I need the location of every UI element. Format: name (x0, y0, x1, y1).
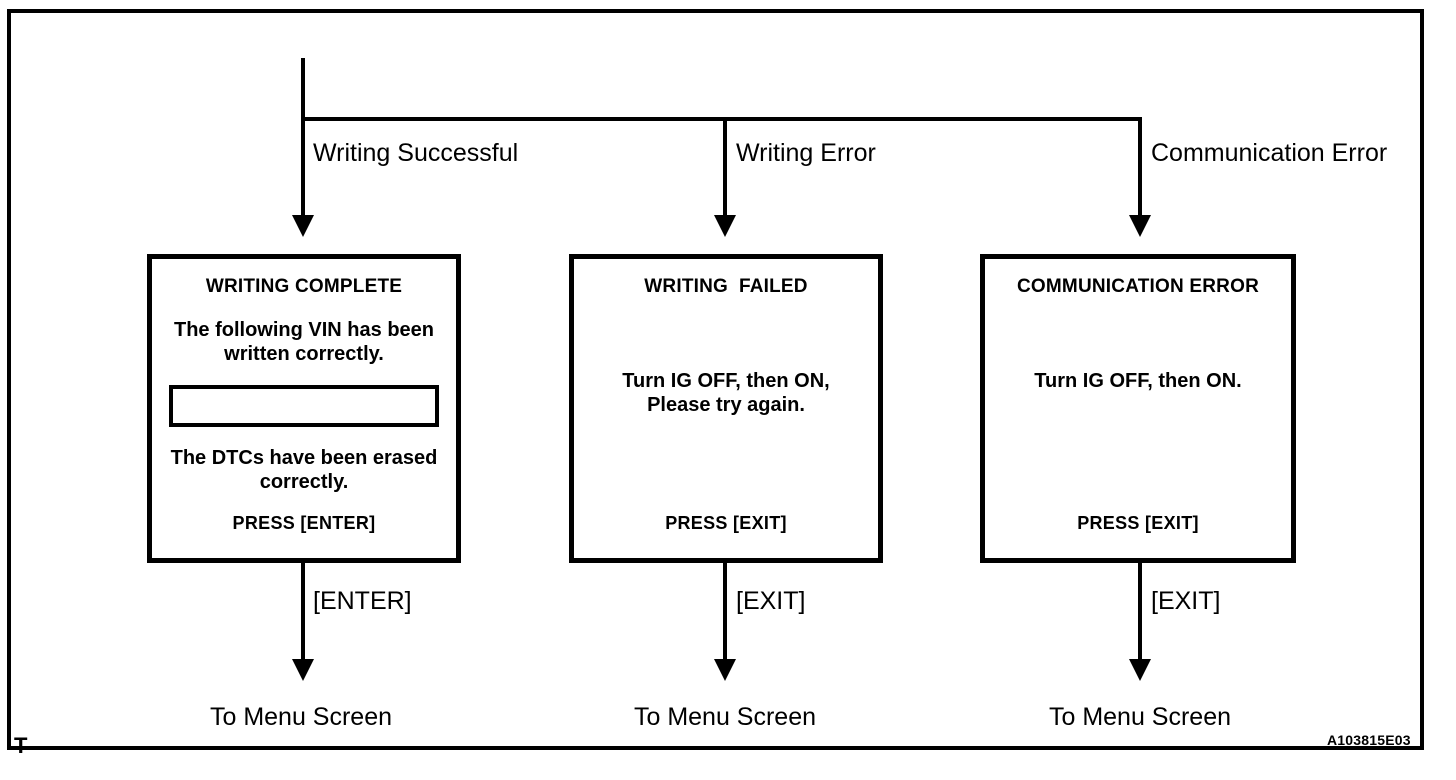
diagram-border (7, 9, 1424, 750)
screen-writing-failed-body: WRITING FAILED Turn IG OFF, then ON, Ple… (574, 259, 878, 558)
transition-key-exit-2: [EXIT] (736, 587, 806, 615)
screen-communication-error-press-hint: PRESS [EXIT] (1077, 513, 1199, 533)
branch-bus-line (301, 117, 1142, 121)
destination-to-menu-screen-3: To Menu Screen (1048, 703, 1232, 731)
screen-writing-complete[interactable]: WRITING COMPLETE The following VIN has b… (147, 254, 461, 563)
branch-2-arrowhead (714, 215, 736, 237)
transition-key-enter-1: [ENTER] (313, 587, 412, 615)
screen-writing-complete-press-hint: PRESS [ENTER] (232, 513, 376, 533)
branch-1-drop-line (301, 117, 305, 217)
branch-label-writing-successful: Writing Successful (313, 139, 519, 167)
branch-label-writing-error: Writing Error (736, 139, 876, 167)
screen-communication-error-title: COMMUNICATION ERROR (1017, 276, 1259, 297)
screen-communication-error[interactable]: COMMUNICATION ERROR Turn IG OFF, then ON… (980, 254, 1296, 563)
branch-3-drop-line (1138, 117, 1142, 217)
branch-2-drop-line (723, 117, 727, 217)
exit-1-arrowhead (292, 659, 314, 681)
branch-3-arrowhead (1129, 215, 1151, 237)
screen-writing-complete-title: WRITING COMPLETE (205, 276, 403, 297)
screen-writing-failed-message: Turn IG OFF, then ON, Please try again. (622, 370, 830, 417)
screen-writing-complete-message-top: The following VIN has been written corre… (173, 318, 435, 366)
corner-mark-t: T (14, 733, 28, 758)
destination-to-menu-screen-1: To Menu Screen (209, 703, 393, 731)
figure-reference-code: A103815E03 (1327, 732, 1411, 748)
destination-to-menu-screen-2: To Menu Screen (633, 703, 817, 731)
exit-1-line (301, 563, 305, 661)
screen-communication-error-body: COMMUNICATION ERROR Turn IG OFF, then ON… (985, 259, 1291, 558)
screen-writing-complete-message-bottom: The DTCs have been erased correctly. (170, 446, 438, 494)
screen-writing-complete-body: WRITING COMPLETE The following VIN has b… (152, 259, 456, 558)
transition-key-exit-3: [EXIT] (1151, 587, 1221, 615)
vin-value-field[interactable] (169, 384, 439, 427)
branch-label-communication-error: Communication Error (1151, 139, 1388, 167)
exit-2-arrowhead (714, 659, 736, 681)
exit-2-line (723, 563, 727, 661)
screen-communication-error-message: Turn IG OFF, then ON. (1034, 370, 1242, 392)
screen-writing-failed-press-hint: PRESS [EXIT] (665, 513, 787, 533)
trunk-line (301, 58, 305, 119)
exit-3-arrowhead (1129, 659, 1151, 681)
screen-writing-failed[interactable]: WRITING FAILED Turn IG OFF, then ON, Ple… (569, 254, 883, 563)
branch-1-arrowhead (292, 215, 314, 237)
screen-writing-failed-title: WRITING FAILED (644, 276, 808, 297)
exit-3-line (1138, 563, 1142, 661)
